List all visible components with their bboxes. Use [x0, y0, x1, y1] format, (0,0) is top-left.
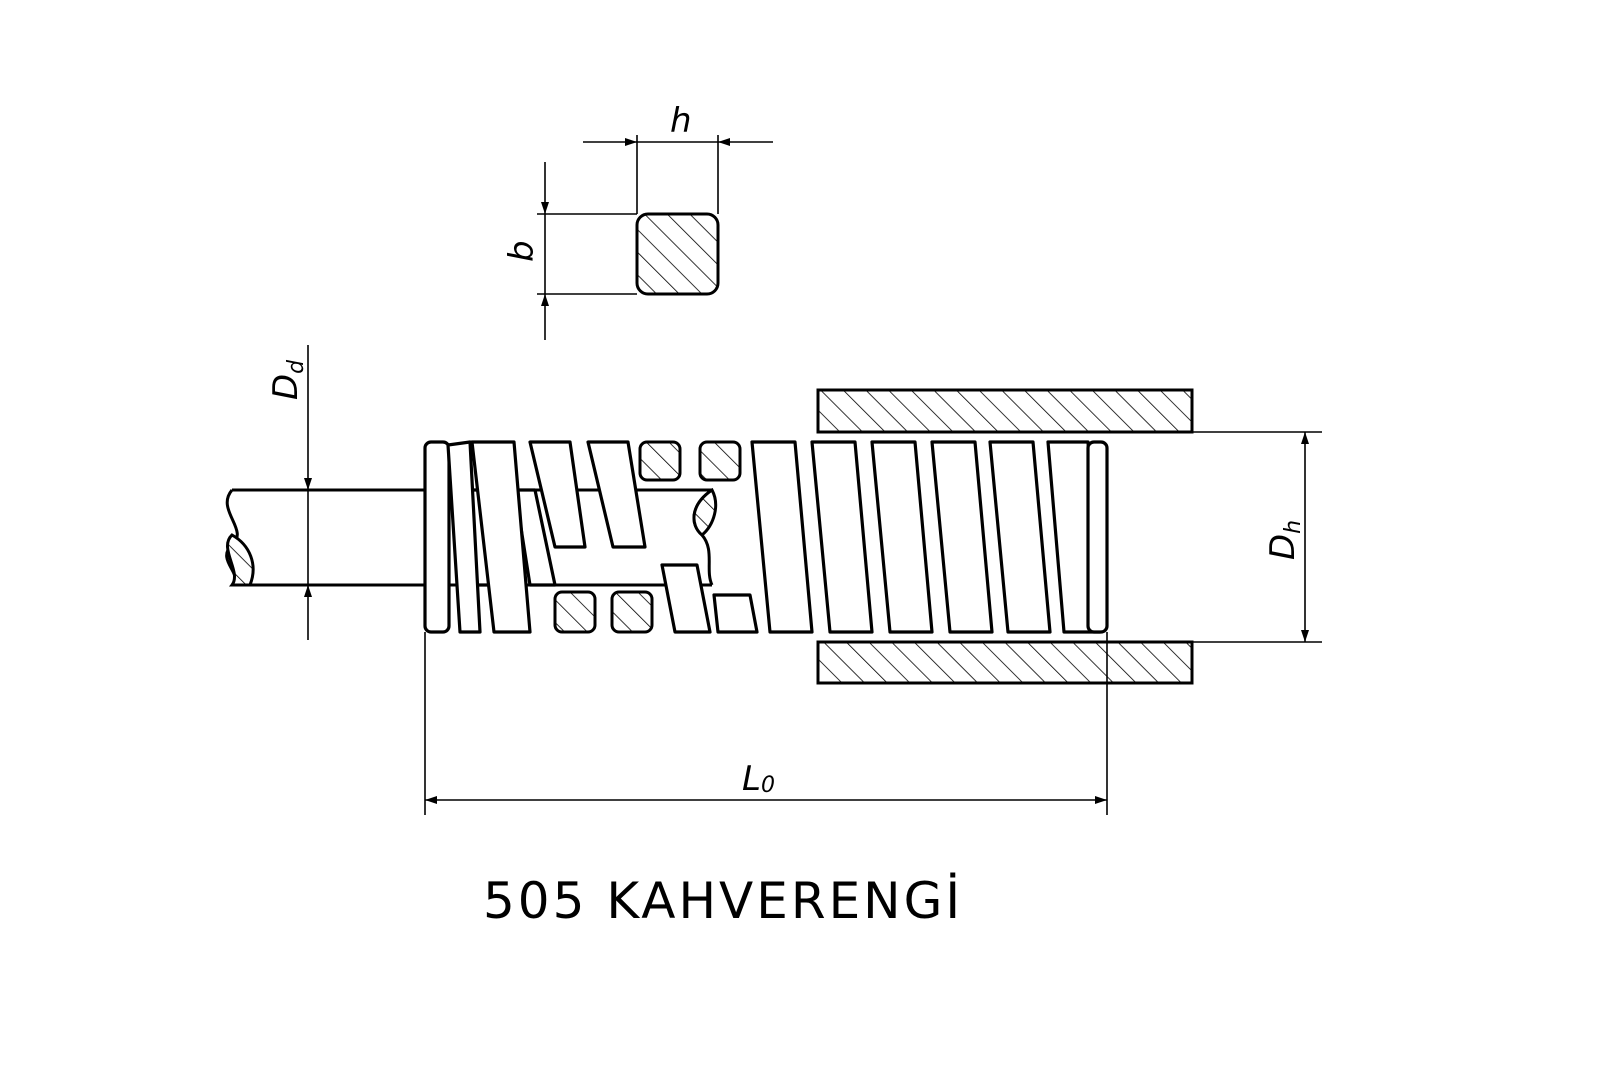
- spring-coil-cut: [660, 563, 712, 634]
- spring-front-coils: [423, 440, 1109, 634]
- label-b: b: [502, 240, 542, 262]
- coil-section: [553, 590, 597, 634]
- drawing-title: 505 KAHVERENGİ: [483, 872, 963, 930]
- label-Dd: Dd: [266, 359, 309, 400]
- housing-wall-top: [816, 388, 1194, 434]
- spring-coil: [810, 440, 874, 634]
- label-h: h: [670, 101, 692, 141]
- housing: [816, 388, 1322, 685]
- spring-coil: [750, 440, 814, 634]
- spring-coil: [988, 440, 1052, 634]
- spring-coil: [930, 440, 994, 634]
- spring-coil-cut: [586, 440, 647, 549]
- spring-coil-cut: [712, 593, 759, 634]
- spring-end-coil-left: [423, 440, 451, 634]
- spring-coil-cut: [528, 440, 587, 549]
- coil-section: [698, 440, 742, 482]
- shaft-break-hatch: [226, 533, 255, 587]
- label-L0: L0: [742, 759, 775, 799]
- dimension-Dh: Dh: [1263, 432, 1309, 642]
- coil-section: [610, 590, 654, 634]
- coil-section: [638, 440, 682, 482]
- shaft-break-hatch-right: [692, 487, 718, 537]
- section-hatch: [635, 212, 720, 296]
- housing-wall-bottom: [816, 640, 1194, 685]
- dimension-h: h: [583, 101, 773, 214]
- dimension-Dd: Dd: [266, 345, 312, 640]
- spring-coil: [470, 440, 532, 634]
- spring-end-coil-right: [1086, 440, 1109, 634]
- wire-cross-section: [635, 212, 720, 296]
- spring-coil: [870, 440, 934, 634]
- dimension-L0: L0: [424, 632, 1108, 815]
- label-Dh: Dh: [1263, 520, 1306, 560]
- dimension-b: b: [502, 162, 637, 340]
